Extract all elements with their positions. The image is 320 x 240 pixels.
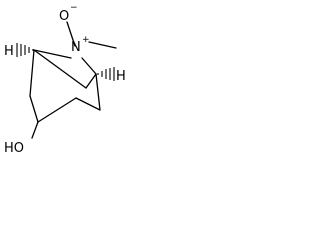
bond-lines — [29, 21, 117, 139]
bond-c3-c4 — [37, 97, 77, 123]
atom-h-right: H — [116, 69, 126, 84]
bond-c7-c1 — [33, 49, 87, 89]
bond-c5-c6 — [95, 73, 101, 111]
hashed-wedge-right — [97, 67, 115, 81]
charge-oxygen-top: − — [70, 3, 78, 13]
atom-hydroxyl: HO — [4, 141, 24, 156]
molecule-structure: O − N + H H HO — [4, 3, 126, 156]
bond-c6-c7 — [85, 73, 97, 89]
atom-h-left: H — [4, 44, 14, 59]
bond-c1-c2 — [29, 49, 35, 97]
bond-n-methyl — [88, 41, 117, 49]
bond-c1-n — [33, 49, 72, 59]
bond-n-c6 — [81, 57, 97, 75]
hashed-wedge-left — [16, 43, 34, 57]
bond-c4-c5 — [75, 97, 101, 111]
atom-nitrogen: N — [71, 40, 81, 55]
bond-n-o — [66, 21, 76, 47]
atom-oxygen-top: O — [59, 9, 69, 24]
charge-nitrogen: + — [82, 35, 90, 45]
bond-c2-c3 — [29, 95, 39, 123]
bond-c3-oh — [31, 121, 39, 139]
